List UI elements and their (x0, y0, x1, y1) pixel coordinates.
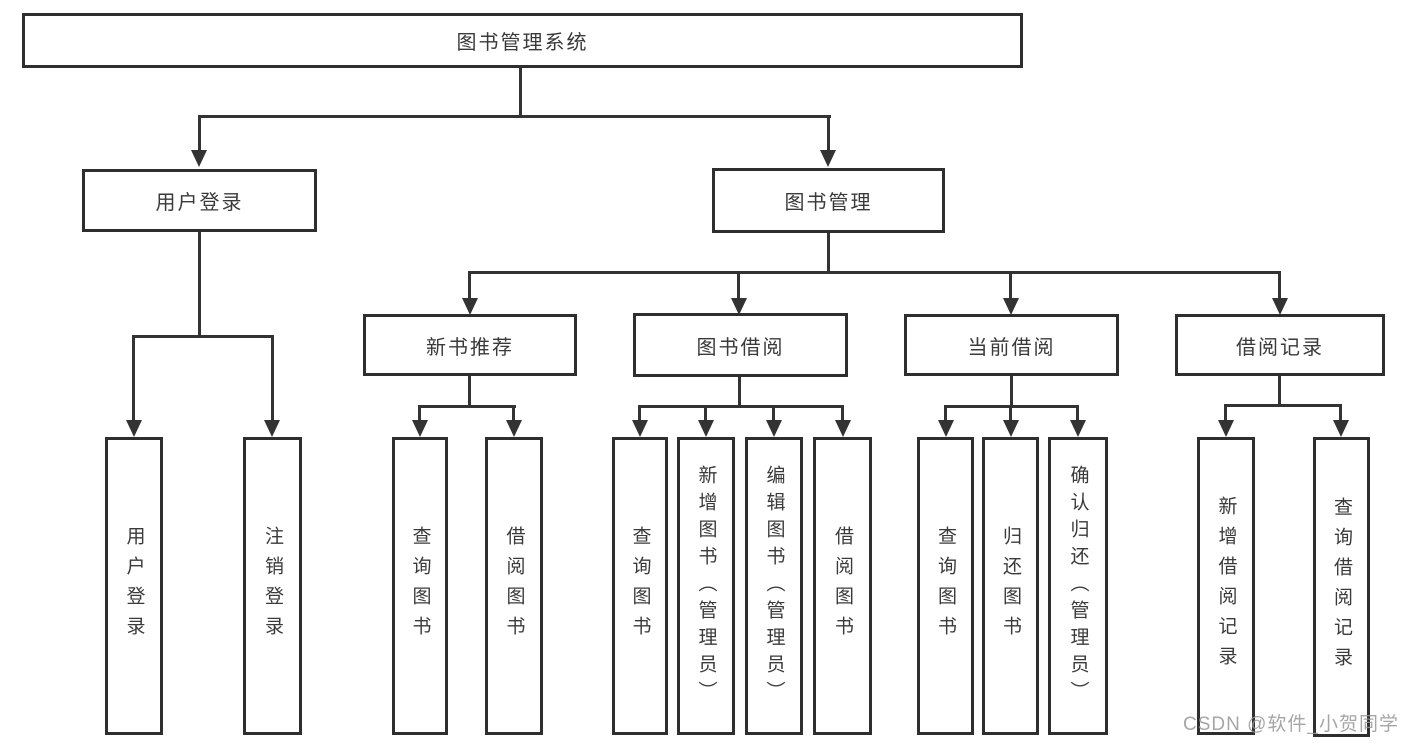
arrow-head (1333, 420, 1349, 437)
leaf-return-book: 归还图书 (982, 437, 1039, 735)
connector-line (512, 405, 515, 422)
arrow-head (938, 420, 954, 437)
node-label: 借阅记录 (1236, 336, 1324, 359)
connector-line (271, 335, 274, 421)
arrow-head (126, 420, 142, 437)
node-new-book-recommend: 新书推荐 (363, 314, 577, 376)
connector-line (638, 405, 641, 422)
node-label: 确认归还（管理员） (1067, 464, 1089, 708)
connector-line (132, 335, 135, 421)
connector-line (772, 405, 775, 422)
csdn-watermark: CSDN @软件_小贺同学 (1183, 714, 1399, 735)
node-label: 查询图书 (409, 526, 431, 646)
connector-line (944, 405, 947, 422)
node-label: 用户登录 (155, 192, 244, 214)
connector-line (1278, 376, 1281, 406)
leaf-borrow-books-recommend: 借阅图书 (485, 437, 543, 735)
arrow-head (1070, 420, 1086, 437)
leaf-query-books-recommend: 查询图书 (392, 437, 448, 735)
node-label: 编辑图书（管理员） (763, 464, 785, 708)
connector-line (841, 405, 844, 422)
node-user-login: 用户登录 (82, 169, 317, 232)
connector-line (827, 115, 830, 152)
node-book-borrowing: 图书借阅 (633, 313, 848, 377)
node-label: 查询借阅记录 (1331, 497, 1352, 677)
arrow-head (766, 420, 782, 437)
leaf-query-books-current: 查询图书 (917, 437, 974, 735)
connector-line (198, 115, 831, 118)
leaf-confirm-return-admin: 确认归还（管理员） (1048, 437, 1108, 735)
node-label: 归还图书 (1000, 526, 1021, 646)
connector-line (1009, 405, 1012, 422)
node-label: 注销登录 (262, 526, 283, 646)
arrow-head (1003, 298, 1019, 315)
connector-line (737, 271, 740, 300)
connector-line (1339, 404, 1342, 422)
leaf-user-login: 用户登录 (105, 437, 163, 735)
arrow-head (1218, 420, 1234, 437)
arrow-head (835, 420, 851, 437)
arrow-head (264, 420, 280, 437)
arrow-head (462, 298, 478, 315)
connector-line (418, 405, 516, 408)
connector-line (1224, 404, 1227, 422)
node-label: 图书借阅 (696, 336, 785, 359)
leaf-add-borrow-record: 新增借阅记录 (1197, 437, 1255, 735)
connector-line (418, 405, 421, 422)
arrow-head (820, 150, 836, 167)
node-label: 用户登录 (123, 526, 145, 646)
arrow-head (191, 150, 207, 167)
connector-line (132, 335, 274, 338)
connector-line (1224, 404, 1342, 407)
leaf-query-borrow-record: 查询借阅记录 (1313, 437, 1370, 737)
leaf-add-book-admin: 新增图书（管理员） (677, 437, 735, 735)
connector-line (468, 376, 471, 407)
connector-line (1010, 376, 1013, 407)
node-label: 图书管理 (784, 192, 873, 214)
arrow-head (632, 420, 648, 437)
node-label: 当前借阅 (967, 336, 1056, 359)
leaf-logout: 注销登录 (243, 437, 302, 735)
connector-line (468, 271, 471, 300)
leaf-borrow-books-borrowing: 借阅图书 (813, 437, 872, 735)
arrow-head (1272, 298, 1288, 315)
arrow-head (698, 420, 714, 437)
connector-line (468, 271, 1281, 274)
arrow-head (412, 420, 428, 437)
connector-line (198, 115, 201, 152)
arrow-head (506, 420, 522, 437)
arrow-head (1003, 420, 1019, 437)
connector-line (827, 233, 830, 273)
connector-line (638, 405, 844, 408)
connector-line (198, 232, 201, 337)
node-library-system: 图书管理系统 (22, 13, 1023, 68)
node-label: 图书管理系统 (456, 32, 589, 54)
node-borrowing-records: 借阅记录 (1175, 314, 1385, 376)
node-label: 查询图书 (629, 526, 651, 646)
leaf-query-books-borrowing: 查询图书 (612, 437, 668, 735)
connector-line (519, 68, 522, 117)
connector-line (1076, 405, 1079, 422)
connector-line (704, 405, 707, 422)
node-book-management: 图书管理 (712, 168, 945, 233)
leaf-edit-book-admin: 编辑图书（管理员） (745, 437, 803, 735)
node-label: 新增图书（管理员） (695, 464, 717, 708)
node-current-borrowing: 当前借阅 (904, 314, 1119, 376)
connector-line (1278, 271, 1281, 300)
node-label: 新书推荐 (426, 336, 514, 359)
connector-line (738, 377, 741, 407)
node-label: 查询图书 (935, 526, 956, 646)
node-label: 借阅图书 (832, 526, 853, 646)
node-label: 借阅图书 (503, 526, 525, 646)
connector-line (1009, 271, 1012, 300)
node-label: 新增借阅记录 (1215, 496, 1237, 676)
arrow-head (731, 298, 747, 315)
